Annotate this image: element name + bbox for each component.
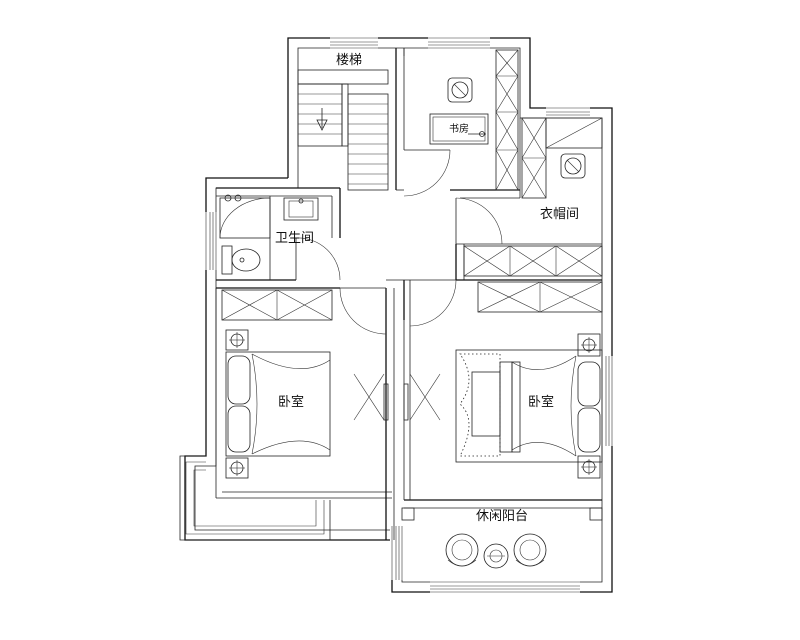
side-table-icon: [483, 543, 509, 569]
room-label-bedroom-right: 卧室: [528, 394, 554, 410]
sink-icon: [283, 197, 319, 221]
staircase: [297, 69, 389, 191]
closet-furniture: [463, 117, 603, 277]
windows: [204, 36, 614, 594]
down-arrow-icon: [316, 119, 328, 131]
bay-window: [179, 455, 392, 541]
study-furniture: [429, 49, 519, 191]
room-label-balcony: 休闲阳台: [476, 509, 528, 524]
room-label-closet: 衣帽间: [540, 206, 579, 222]
left-bedroom-furniture: [221, 289, 333, 479]
chair-icon: [447, 77, 473, 103]
room-label-bedroom-left: 卧室: [278, 394, 304, 410]
doors: [295, 149, 503, 335]
right-bedroom-furniture: [455, 281, 603, 479]
chair-icon: [560, 153, 586, 179]
lamp-icon: [577, 455, 601, 479]
lamp-icon: [225, 329, 249, 351]
room-label-bathroom: 卫生间: [275, 231, 314, 246]
armchair-icon: [445, 533, 479, 567]
bed-icon: [455, 349, 603, 463]
toilet-icon: [221, 245, 261, 275]
armchair-icon: [513, 533, 547, 567]
room-label-study: 书房: [449, 122, 469, 135]
interior-walls: [215, 48, 602, 540]
balcony-furniture: [401, 507, 603, 569]
sliding-doors: [353, 373, 441, 421]
lamp-icon: [577, 333, 601, 357]
outer-walls: [184, 37, 613, 593]
room-label-stairs: 楼梯: [336, 53, 362, 68]
bed-icon: [225, 351, 331, 457]
bathroom-fixtures: [219, 194, 319, 275]
lamp-icon: [225, 457, 249, 479]
